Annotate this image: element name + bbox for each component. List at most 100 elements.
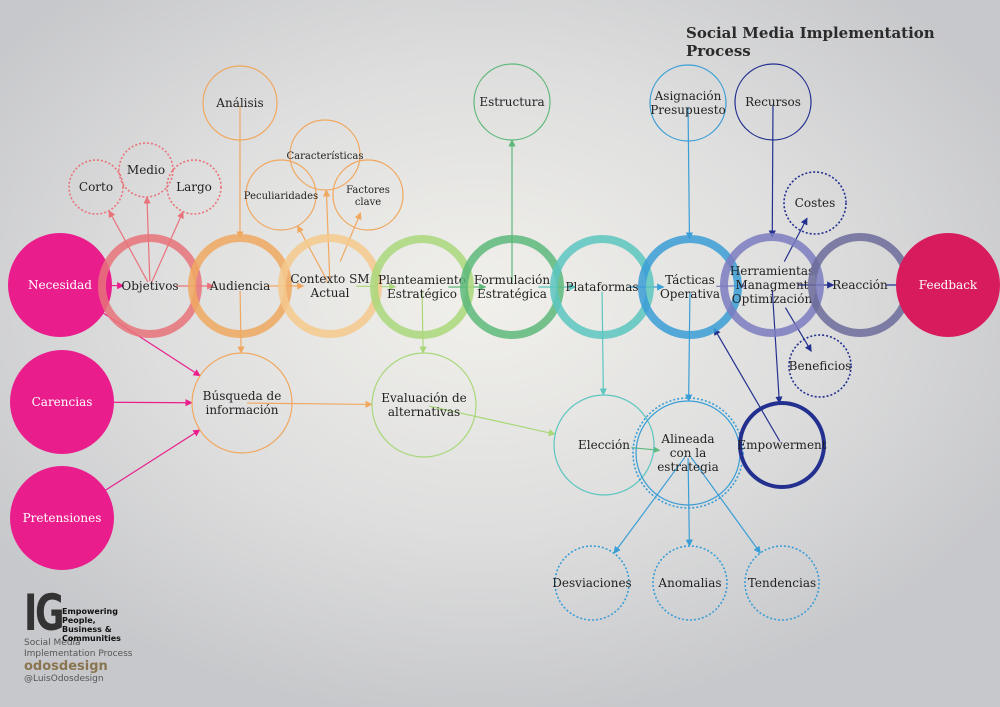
node-label: Audiencia	[209, 279, 270, 293]
edge-plataformas-to-eleccion	[599, 291, 607, 396]
logo-brand: odosdesign	[24, 659, 108, 674]
logo-tagline: Empowering People, Business & Communitie…	[62, 607, 121, 643]
edge-recursos-to-herramientas	[768, 105, 776, 238]
node-largo[interactable]: Largo	[166, 159, 222, 215]
node-circle	[332, 159, 404, 231]
node-empowerment[interactable]: Empowerment	[737, 401, 827, 489]
node-circle	[166, 159, 222, 215]
node-circle	[370, 235, 474, 339]
node-pretensiones[interactable]: Pretensiones	[10, 466, 114, 570]
node-circle	[118, 142, 174, 198]
node-label: Largo	[176, 180, 212, 194]
edge-alineada-to-anomalias	[685, 458, 693, 547]
node-circle	[289, 119, 361, 191]
edge-planteamiento-to-evaluacion	[419, 291, 427, 354]
node-circle	[8, 233, 112, 337]
node-tendencias[interactable]: Tendencias	[744, 545, 820, 621]
node-label: Estructura	[479, 95, 544, 109]
edge-tacticas-to-alineada	[685, 291, 693, 402]
node-label: estrategia	[657, 460, 719, 474]
node-circle	[68, 159, 124, 215]
edge-objetivos-to-largo	[151, 211, 184, 282]
node-desviaciones[interactable]: Desviaciones	[552, 545, 632, 621]
node-estructura[interactable]: Estructura	[473, 63, 551, 141]
node-label: alternativas	[388, 405, 460, 419]
node-label: Herramientas	[730, 264, 814, 278]
node-medio[interactable]: Medio	[118, 142, 174, 198]
node-label: Contexto SM	[290, 272, 369, 286]
node-audiencia[interactable]: Audiencia	[188, 234, 292, 338]
edge-contexto-to-peculiaridades	[297, 225, 329, 283]
node-label: Pretensiones	[23, 511, 102, 525]
node-circle	[553, 394, 655, 496]
node-label: Operativa	[660, 287, 720, 301]
edge-busqueda-to-evaluacion	[246, 400, 373, 408]
node-circle	[720, 233, 824, 337]
node-label: Empowerment	[737, 438, 826, 452]
node-necesidad[interactable]: Necesidad	[8, 233, 112, 337]
edge-empowerment-to-tacticas	[713, 327, 781, 442]
node-peculiaridades[interactable]: Peculiaridades	[244, 159, 318, 231]
node-carencias[interactable]: Carencias	[10, 350, 114, 454]
edge-asignacion-to-tacticas	[685, 106, 694, 240]
edge-audiencia-to-busqueda	[237, 290, 245, 354]
node-label: Búsqueda de	[203, 389, 282, 403]
node-label: Elección	[578, 438, 630, 452]
node-circle	[652, 545, 728, 621]
node-label: Características	[287, 151, 364, 162]
node-circle	[550, 235, 654, 339]
node-label: Alineada	[660, 432, 714, 446]
logo-mark: IG	[24, 584, 64, 642]
node-circle	[202, 65, 278, 141]
node-label: Desviaciones	[552, 576, 631, 590]
node-label: Estratégica	[477, 287, 547, 301]
edge-herramientas-to-empowerment	[771, 289, 783, 404]
node-plataformas[interactable]: Plataformas	[550, 235, 654, 339]
node-costes[interactable]: Costes	[783, 171, 847, 235]
node-corto[interactable]: Corto	[68, 159, 124, 215]
node-feedback[interactable]: Feedback	[896, 233, 1000, 337]
node-circle-outer	[632, 397, 744, 509]
node-label: Asignación	[654, 89, 722, 103]
node-circle	[896, 233, 1000, 337]
node-circle	[10, 466, 114, 570]
node-label: Planteamiento	[378, 273, 466, 287]
node-label: Anomalias	[657, 576, 721, 590]
node-objetivos[interactable]: Objetivos	[98, 234, 202, 338]
node-circle	[554, 545, 630, 621]
node-circle	[245, 159, 317, 231]
node-label: Recursos	[745, 95, 801, 109]
node-circle	[188, 234, 292, 338]
node-label: Plataformas	[565, 280, 638, 294]
node-label: Formulación	[474, 273, 551, 287]
node-circle	[649, 64, 727, 142]
node-anomalias[interactable]: Anomalias	[652, 545, 728, 621]
node-label: Carencias	[32, 395, 93, 409]
node-analisis[interactable]: Análisis	[202, 65, 278, 141]
node-label: Medio	[127, 163, 165, 177]
node-label: Tácticas	[665, 273, 715, 287]
node-circle	[738, 401, 826, 489]
node-beneficios[interactable]: Beneficios	[788, 334, 852, 398]
node-circle	[191, 352, 293, 454]
node-circle	[734, 63, 812, 141]
node-caracteristicas[interactable]: Características	[287, 119, 364, 191]
node-label: Costes	[795, 196, 836, 210]
node-label: Optimización	[732, 292, 813, 306]
node-label: Corto	[79, 180, 113, 194]
node-circle	[371, 352, 477, 458]
node-eleccion[interactable]: Elección	[553, 394, 655, 496]
logo-handle: @LuisOdosdesign	[24, 674, 104, 684]
node-recursos[interactable]: Recursos	[734, 63, 812, 141]
node-circle	[460, 235, 564, 339]
